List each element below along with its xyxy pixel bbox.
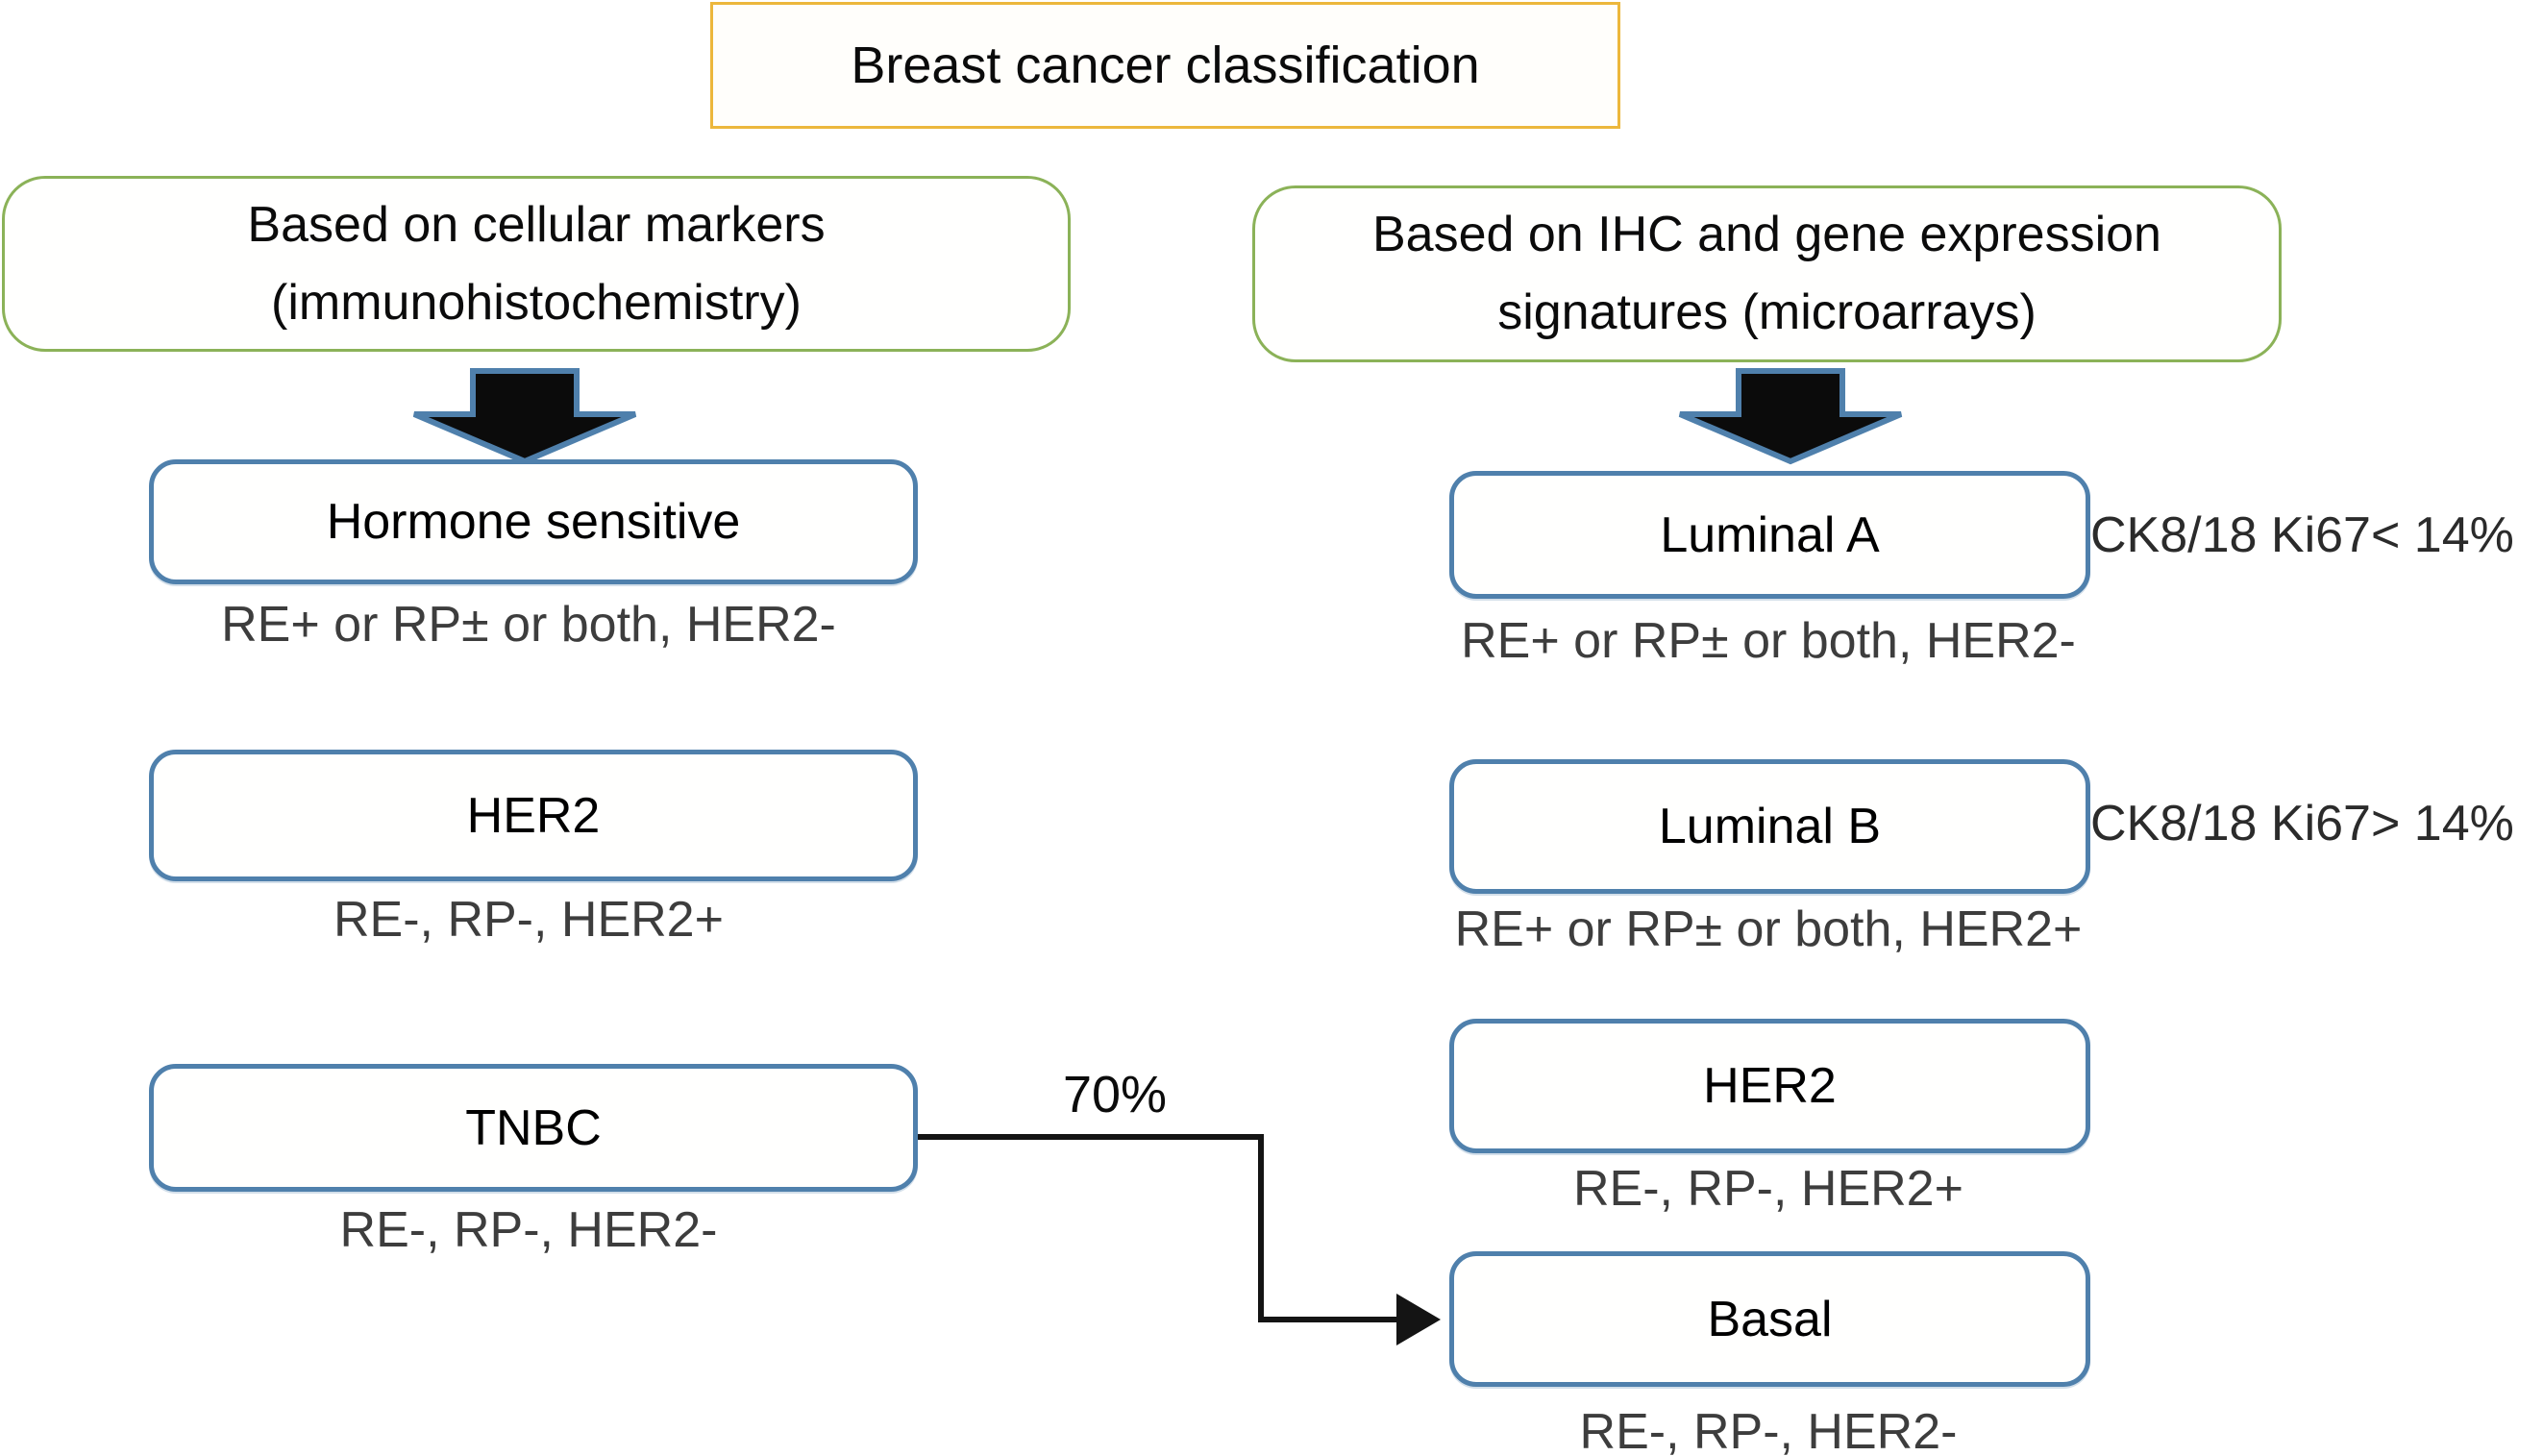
node-her2-left-label: HER2 [466, 787, 601, 844]
criteria-basal: RE-, RP-, HER2- [1579, 1404, 1958, 1456]
node-basal: Basal [1449, 1251, 2090, 1387]
criteria-luminal-b: RE+ or RP± or both, HER2+ [1454, 901, 2083, 957]
header-right-line2: signatures (microarrays) [1497, 284, 2037, 340]
node-luminal-b-label: Luminal B [1658, 799, 1882, 854]
note-luminal-a-ki67: CK8/18 Ki67< 14% [2090, 507, 2514, 563]
criteria-her2-right: RE-, RP-, HER2+ [1573, 1161, 1963, 1217]
page-title: Breast cancer classification [851, 37, 1480, 94]
criteria-luminal-a: RE+ or RP± or both, HER2- [1461, 613, 2076, 669]
node-her2-left: HER2 [149, 750, 918, 881]
node-tnbc-label: TNBC [465, 1099, 602, 1156]
node-luminal-a: Luminal A [1449, 471, 2090, 599]
node-her2-right-label: HER2 [1703, 1058, 1837, 1114]
criteria-her2-left: RE-, RP-, HER2+ [333, 892, 724, 948]
connector-arrowhead-icon [1396, 1294, 1441, 1345]
elbow-connector [908, 1134, 1396, 1322]
node-luminal-a-label: Luminal A [1660, 506, 1880, 563]
criteria-tnbc: RE-, RP-, HER2- [339, 1202, 718, 1258]
title-box: Breast cancer classification [710, 2, 1620, 129]
header-left-line2: (immunohistochemistry) [271, 274, 802, 331]
node-tnbc: TNBC [149, 1064, 918, 1192]
node-her2-right: HER2 [1449, 1019, 2090, 1153]
criteria-hormone-sensitive: RE+ or RP± or both, HER2- [221, 597, 836, 653]
note-luminal-b-ki67: CK8/18 Ki67> 14% [2090, 796, 2514, 851]
node-basal-label: Basal [1707, 1291, 1833, 1347]
header-ihc-gene-expression: Based on IHC and gene expression signatu… [1252, 185, 2282, 362]
node-hormone-sensitive-label: Hormone sensitive [326, 494, 741, 550]
node-hormone-sensitive: Hormone sensitive [149, 459, 918, 584]
header-left-line1: Based on cellular markers [247, 196, 826, 253]
down-arrow-right-icon [1678, 368, 1903, 465]
connector-label-70pct: 70% [1062, 1066, 1168, 1123]
down-arrow-left-icon [412, 368, 637, 465]
header-right-line1: Based on IHC and gene expression [1372, 207, 2161, 263]
header-cellular-markers: Based on cellular markers (immunohistoch… [2, 176, 1071, 352]
node-luminal-b: Luminal B [1449, 759, 2090, 894]
